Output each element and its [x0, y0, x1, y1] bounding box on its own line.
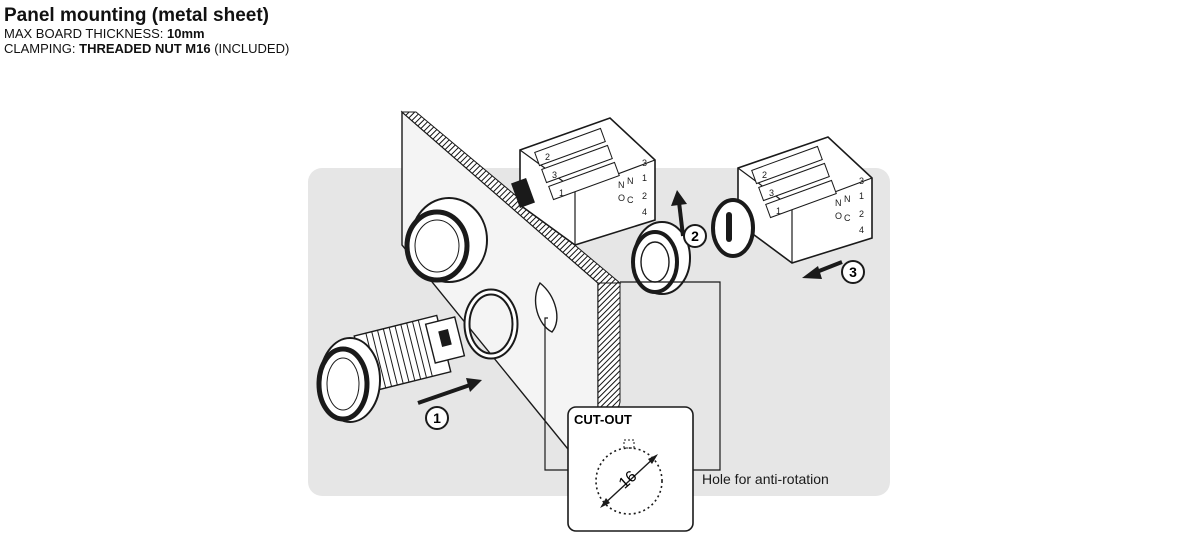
arrow-step-1-head — [466, 378, 482, 392]
pin-label: 1 — [559, 188, 564, 198]
pin-label: 3 — [769, 188, 774, 198]
cutout-title: CUT-OUT — [574, 412, 632, 427]
pin-label: 3 — [642, 158, 647, 168]
pin-label: 4 — [859, 225, 864, 235]
contact-letter: N — [844, 194, 851, 204]
step-1-number: 1 — [433, 410, 441, 426]
cutout-circle — [595, 447, 663, 515]
threaded-nut — [631, 221, 691, 295]
contact-block-top — [511, 117, 656, 246]
arrow-step-2 — [677, 201, 685, 237]
anti-rotation-callout-line — [620, 281, 721, 471]
clamping-label: CLAMPING: — [4, 41, 80, 56]
contact-letter: N — [618, 180, 625, 190]
thickness-value: 10mm — [167, 26, 205, 41]
arrow-step-2-head — [671, 190, 687, 206]
step-3-circle — [841, 260, 865, 284]
mounted-button — [404, 197, 488, 283]
anti-rotation-notch — [623, 439, 635, 449]
cutout-detail: CUT-OUT 16 — [567, 406, 694, 532]
terminal-labels-top: 2 3 1 3 1 2 4 N O N C — [545, 152, 647, 217]
pin-label: 2 — [859, 209, 864, 219]
diameter-arrow-a — [600, 498, 610, 508]
anti-rotation-label: Hole for anti-rotation — [702, 471, 829, 487]
page-title: Panel mounting (metal sheet) — [4, 5, 269, 26]
diameter-line — [601, 455, 657, 507]
header: Panel mounting (metal sheet) MAX BOARD T… — [4, 5, 289, 57]
contact-letter: N — [627, 176, 634, 186]
step-2-circle — [683, 224, 707, 248]
arrow-step-3-head — [802, 266, 822, 279]
contact-block-right — [711, 136, 873, 264]
step-markers: 1 2 3 — [425, 224, 865, 430]
contact-letter: O — [835, 211, 842, 221]
terminal-labels-right: 2 3 1 3 1 2 4 N O N C — [762, 170, 864, 235]
contact-letter: O — [618, 193, 625, 203]
contact-letter: N — [835, 198, 842, 208]
pin-label: 3 — [552, 170, 557, 180]
thickness-label: MAX BOARD THICKNESS: — [4, 26, 168, 41]
pin-label: 4 — [642, 207, 647, 217]
contact-letter: C — [844, 213, 851, 223]
pushbutton — [316, 314, 466, 423]
cutout-callout-line — [544, 317, 568, 471]
pin-label: 1 — [859, 191, 864, 201]
pin-label: 2 — [545, 152, 550, 162]
clamping-spec: CLAMPING: THREADED NUT M16 (INCLUDED) — [4, 41, 289, 56]
arrow-step-1 — [417, 383, 471, 405]
diameter-arrow-b — [648, 454, 658, 464]
contact-letter: C — [627, 195, 634, 205]
clamping-value: THREADED NUT M16 — [79, 41, 211, 56]
step-arrows — [417, 190, 843, 405]
step-3-number: 3 — [849, 264, 857, 280]
washer-ring — [463, 288, 519, 360]
cutout-hole — [534, 281, 558, 333]
step-2-number: 2 — [691, 228, 699, 244]
pin-label: 2 — [762, 170, 767, 180]
thickness-spec: MAX BOARD THICKNESS: 10mm — [4, 26, 289, 41]
pin-label: 3 — [859, 176, 864, 186]
clamping-note: (INCLUDED) — [210, 41, 290, 56]
pin-label: 2 — [642, 191, 647, 201]
step-1-circle — [425, 406, 449, 430]
pin-label: 1 — [776, 206, 781, 216]
cutout-box — [567, 406, 694, 532]
pin-label: 1 — [642, 173, 647, 183]
